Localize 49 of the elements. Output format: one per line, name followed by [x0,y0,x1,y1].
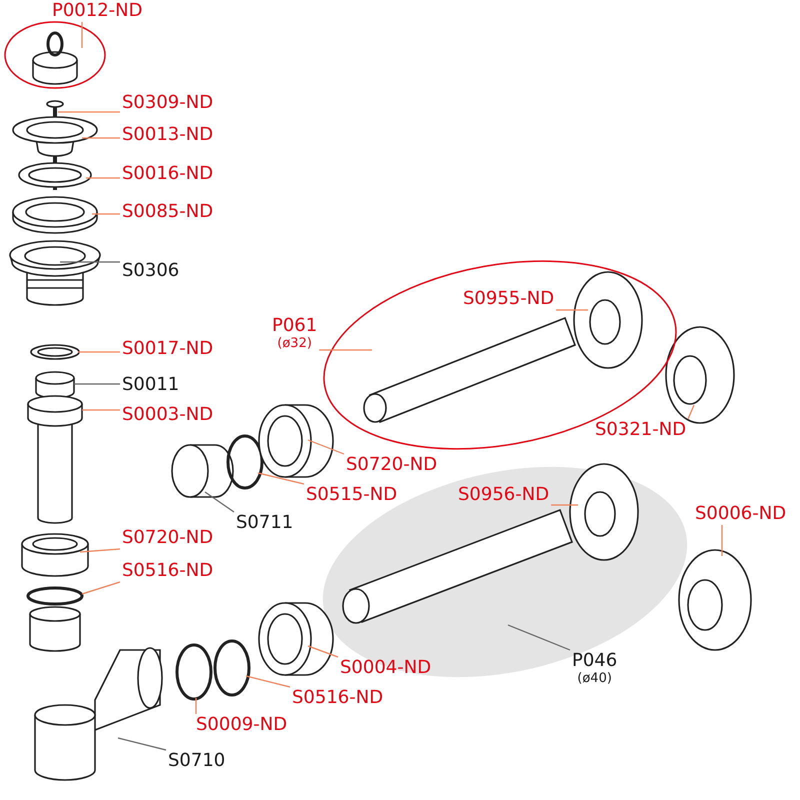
part-number: S0515-ND [306,486,398,504]
part-number: S0004-ND [340,659,432,677]
leader-line [74,383,120,385]
leader-line [92,213,120,215]
part-number: P046 [572,652,618,670]
leader-line [204,492,234,512]
part-number: S0003-ND [122,406,214,424]
leader-line [246,675,290,688]
leader-line [688,404,695,420]
part-number: P0012-ND [52,2,142,20]
part-number: S0306 [122,262,180,280]
leader-line [80,548,120,553]
leader-line [508,624,570,651]
leader-line [118,737,166,751]
part-number: S0016-ND [122,165,214,183]
part-number: S0013-ND [122,126,214,144]
part-number: S0516-ND [122,562,214,580]
part-number: P061 [272,317,318,335]
part-number: S0309-ND [122,94,214,112]
leader-line [82,409,120,411]
leader-line [551,504,578,506]
part-number: S0321-ND [595,421,686,439]
part-number: S0956-ND [458,486,550,504]
diameter-note: (ø32) [276,337,313,350]
part-number: S0710 [168,752,226,770]
part-number: S0011 [122,376,180,394]
leader-line [58,111,120,113]
part-number: S0516-ND [292,689,384,707]
part-number: S0085-ND [122,203,214,221]
part-number: S0006-ND [695,505,786,523]
leader-line [721,525,723,556]
part-number: S0720-ND [346,456,438,474]
part-number: S0955-ND [463,290,554,308]
leader-line [258,472,304,485]
leader-line [556,309,588,311]
leader-line [82,137,120,139]
leader-line [82,581,120,595]
part-number: S0720-ND [122,529,214,547]
part-number: S0711 [236,514,294,532]
part-number: S0017-ND [122,340,214,358]
leader-line [195,698,197,714]
leader-line [86,177,120,179]
leader-line [81,22,83,48]
diameter-note: (ø40) [576,672,613,685]
leader-line [60,261,120,263]
leader-line [308,439,344,455]
part-number: S0009-ND [196,716,288,734]
leader-line [319,349,372,351]
leader-line [78,351,120,353]
